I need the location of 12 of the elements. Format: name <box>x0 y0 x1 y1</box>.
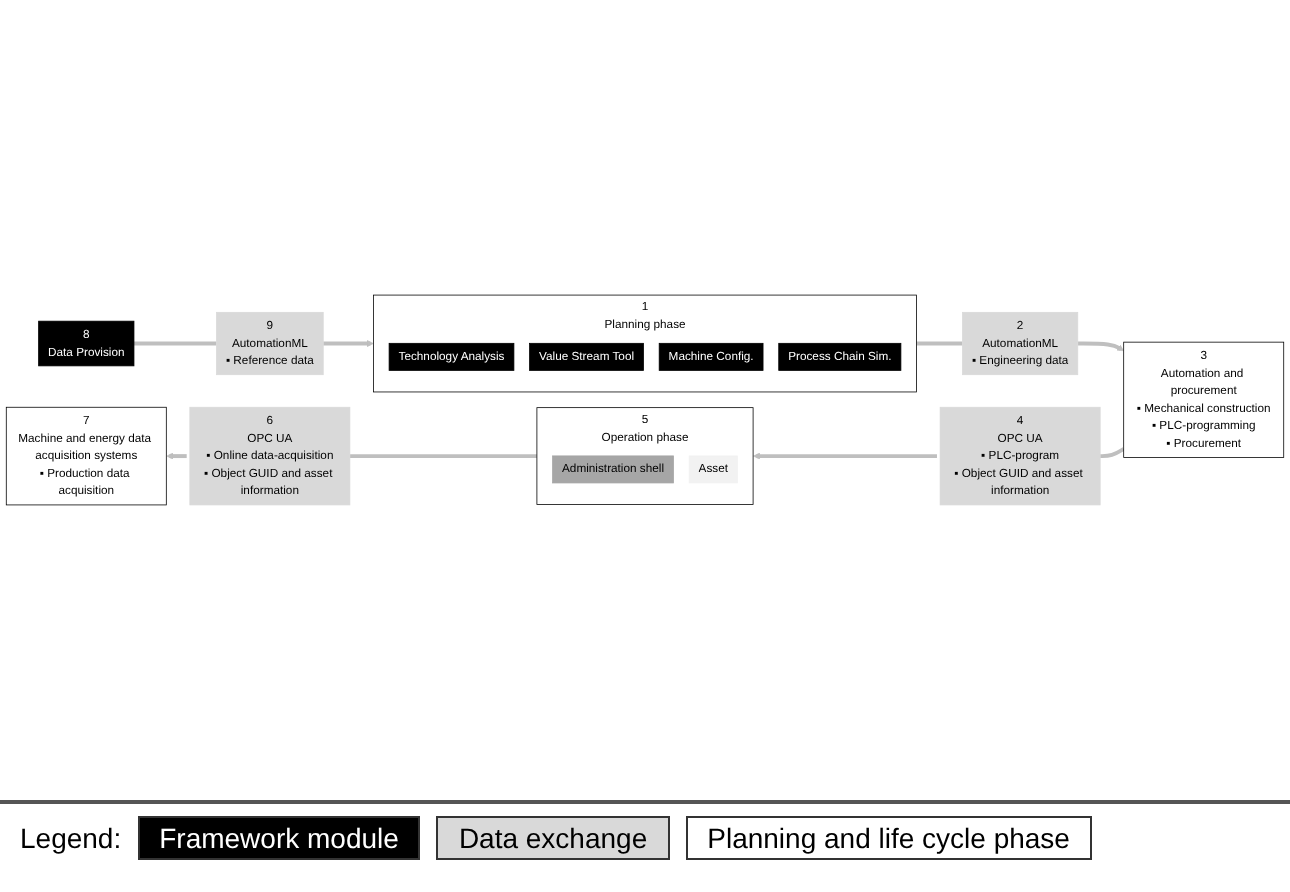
connector <box>916 341 963 346</box>
arrow <box>166 452 188 460</box>
arrow <box>323 340 374 347</box>
arrow <box>1077 341 1124 352</box>
legend-swatch: Planning and life cycle phase <box>685 816 1092 860</box>
legend-swatch: Data exchange <box>436 816 670 860</box>
legend-swatch: Framework module <box>137 816 421 860</box>
connector <box>1100 447 1125 459</box>
connector <box>349 454 537 459</box>
arrow <box>753 452 938 460</box>
legend-title: Legend: <box>20 822 122 854</box>
connector <box>133 341 217 346</box>
